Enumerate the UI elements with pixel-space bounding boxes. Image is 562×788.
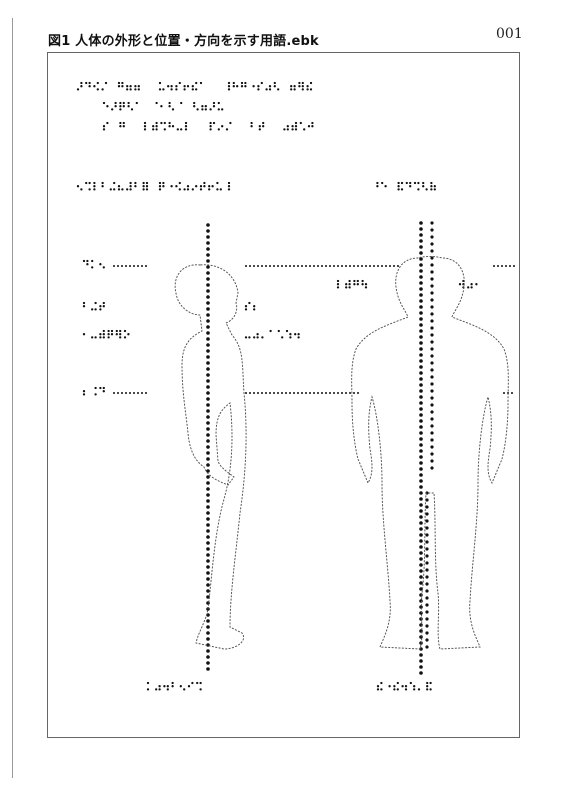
braille-sheet <box>47 52 520 738</box>
tactile-figure <box>76 81 515 691</box>
page-frame <box>12 18 553 778</box>
braille-text <box>76 81 515 691</box>
side-body-outline <box>174 264 247 650</box>
document-title: 図1 人体の外形と位置・方向を示す用語.ebk <box>48 34 319 49</box>
back-body-outline <box>351 256 509 650</box>
page-number: 001 <box>496 26 523 42</box>
body-outlines <box>174 256 509 650</box>
